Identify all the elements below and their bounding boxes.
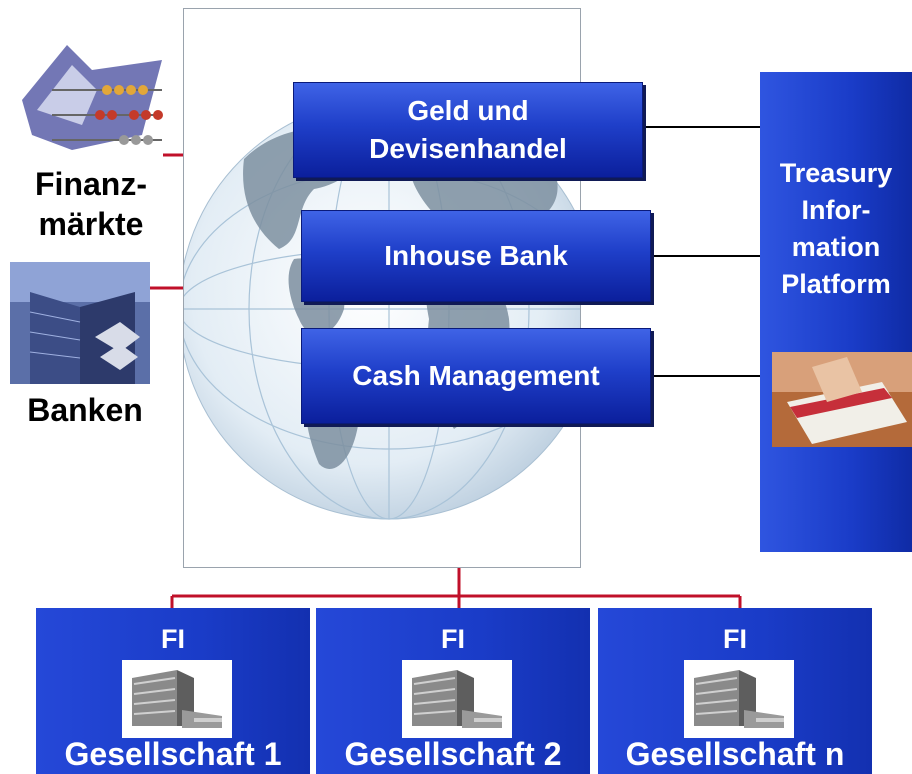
abacus-icon bbox=[12, 30, 172, 155]
cash-management-label: Cash Management bbox=[352, 360, 600, 391]
cash-management-box: Cash Management bbox=[301, 328, 651, 424]
treasury-platform-box: Treasury Infor- mation Platform bbox=[760, 72, 912, 552]
inhouse-bank-box: Inhouse Bank bbox=[301, 210, 651, 302]
office-building-icon bbox=[684, 660, 794, 738]
credit-cards-icon bbox=[772, 352, 912, 447]
bank-building-icon bbox=[10, 262, 150, 384]
fi-label: FI bbox=[723, 624, 747, 654]
banken-label: Banken bbox=[27, 392, 143, 428]
treasury-platform-label: Treasury Infor- mation Platform bbox=[779, 158, 893, 299]
geld-devisenhandel-box: Geld und Devisenhandel bbox=[293, 82, 643, 178]
company-name: Gesellschaft 1 bbox=[64, 736, 282, 772]
geld-devisenhandel-label: Geld und Devisenhandel bbox=[369, 95, 567, 164]
company-name: Gesellschaft 2 bbox=[344, 736, 562, 772]
office-building-icon bbox=[402, 660, 512, 738]
company-box: FI Gesellschaft 2 bbox=[316, 608, 590, 774]
company-box: FI Gesellschaft n bbox=[598, 608, 872, 774]
inhouse-bank-label: Inhouse Bank bbox=[384, 240, 568, 271]
fi-label: FI bbox=[161, 624, 185, 654]
office-building-icon bbox=[122, 660, 232, 738]
company-name: Gesellschaft n bbox=[625, 736, 845, 772]
company-box: FI Gesellschaft 1 bbox=[36, 608, 310, 774]
finanzmaerkte-label: Finanz- märkte bbox=[35, 166, 147, 242]
fi-label: FI bbox=[441, 624, 465, 654]
